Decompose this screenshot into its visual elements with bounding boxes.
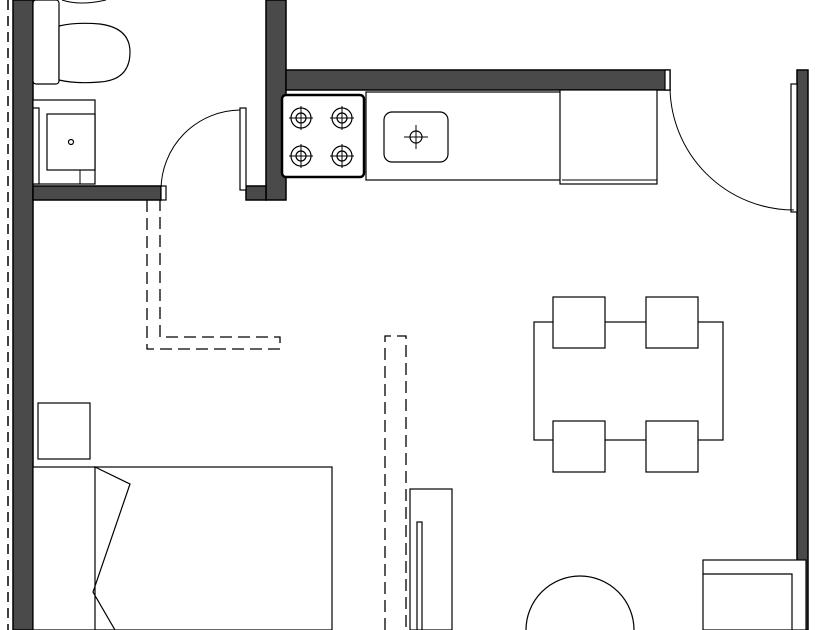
wall-bath-bottom-right [245, 185, 267, 201]
wall-right-exterior [796, 69, 809, 630]
kitchen-sink [383, 111, 449, 163]
bathroom-door [160, 107, 247, 201]
kitchen [280, 69, 798, 213]
burner [330, 144, 354, 168]
round-table [525, 575, 635, 630]
entry-door [664, 69, 798, 213]
refrigerator [559, 89, 658, 185]
dining-chair [552, 296, 606, 349]
burner [289, 106, 313, 130]
bathroom-sink [32, 99, 96, 185]
partition-line [384, 335, 407, 630]
bedroom [32, 200, 453, 630]
stove [280, 93, 366, 179]
partition-line [146, 200, 281, 350]
nightstand [37, 402, 91, 460]
armchair [702, 559, 807, 630]
wall-kitchen-top [285, 69, 671, 91]
wardrobe [409, 488, 453, 630]
dining-chair [645, 420, 699, 473]
wall-bath-bottom-left [32, 185, 162, 201]
bed [32, 466, 333, 630]
dining-chair [645, 296, 699, 349]
dining-chair [552, 420, 606, 473]
burner [289, 144, 313, 168]
burner [330, 106, 354, 130]
toilet [32, 0, 131, 85]
wall-left-exterior [12, 0, 34, 630]
bathroom [32, 0, 247, 201]
living-dining [525, 296, 807, 630]
